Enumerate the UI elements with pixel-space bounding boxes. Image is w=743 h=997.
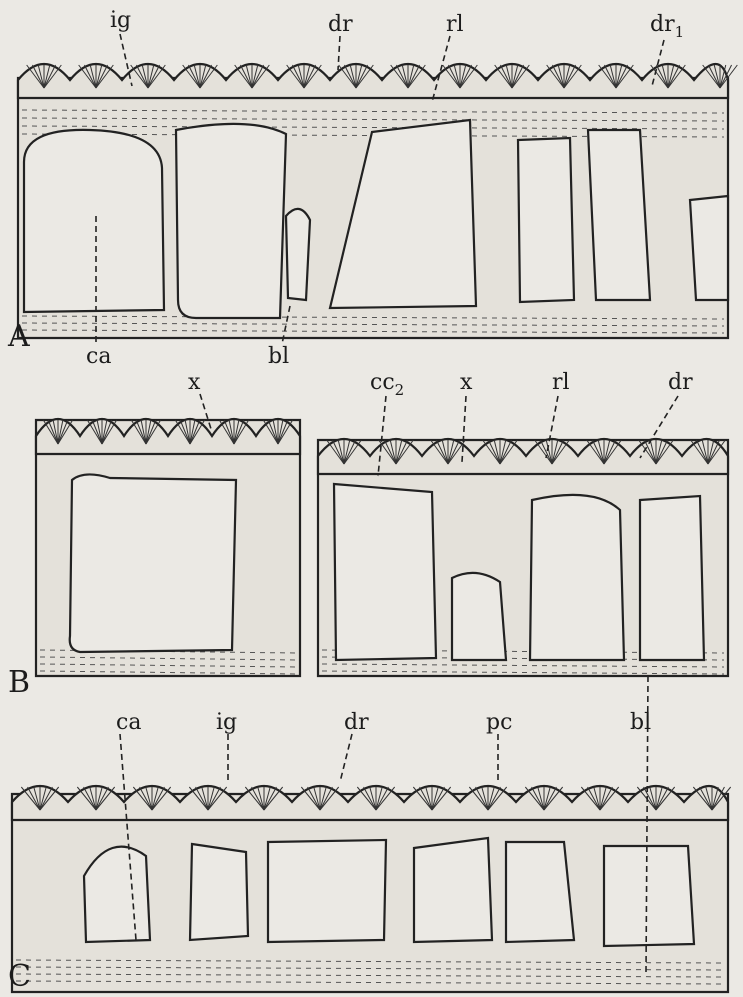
label-c-pc: pc <box>486 712 512 734</box>
panel-c-chamber-6 <box>604 846 694 946</box>
label-b-dr: dr <box>668 372 693 394</box>
lead-c-dr <box>340 734 352 782</box>
panel-a-chamber-4 <box>518 138 574 302</box>
panel-c-chamber-3 <box>268 840 386 942</box>
label-a-bl: bl <box>268 346 289 368</box>
panel-a-chamber-6 <box>690 196 728 300</box>
label-a-rl: rl <box>446 14 464 36</box>
label-a-ca: ca <box>86 346 111 368</box>
panel-b-chamber-1 <box>334 484 436 660</box>
panel-a-chamber-5 <box>588 130 650 300</box>
label-c-dr: dr <box>344 712 369 734</box>
panel-letter-b: B <box>8 668 30 698</box>
panel-c-chamber-1 <box>84 847 150 942</box>
label-b-x-left: x <box>188 372 200 394</box>
label-c-bl: bl <box>630 712 651 734</box>
label-c-ig: ig <box>216 712 237 734</box>
panel-b-chamber-2 <box>452 573 506 660</box>
label-a-dr1-base: dr <box>650 12 675 37</box>
label-b-cc2-subscript: 2 <box>395 381 405 399</box>
panel-a-chamber-1 <box>24 130 164 312</box>
panel-c-chamber-4 <box>414 838 492 942</box>
label-a-dr1: dr1 <box>650 14 684 36</box>
label-b-rl: rl <box>552 372 570 394</box>
panel-b-chamber-3 <box>530 495 624 660</box>
label-b-cc2: cc2 <box>370 372 404 394</box>
label-a-ig: ig <box>110 10 131 32</box>
panel-b-left-chamber <box>70 474 236 652</box>
label-b-x-right: x <box>460 372 472 394</box>
panel-c-chamber-5 <box>506 842 574 942</box>
panel-letter-a: A <box>8 322 30 352</box>
label-a-dr1-subscript: 1 <box>675 23 685 41</box>
panel-a-chamber-small <box>286 209 310 300</box>
panel-letter-c: C <box>8 962 31 992</box>
panel-a-chamber-2 <box>176 124 286 318</box>
label-a-dr: dr <box>328 14 353 36</box>
panel-b-chamber-4 <box>640 496 704 660</box>
label-c-ca: ca <box>116 712 141 734</box>
panel-c-chamber-2 <box>190 844 248 940</box>
label-b-cc2-base: cc <box>370 370 395 395</box>
